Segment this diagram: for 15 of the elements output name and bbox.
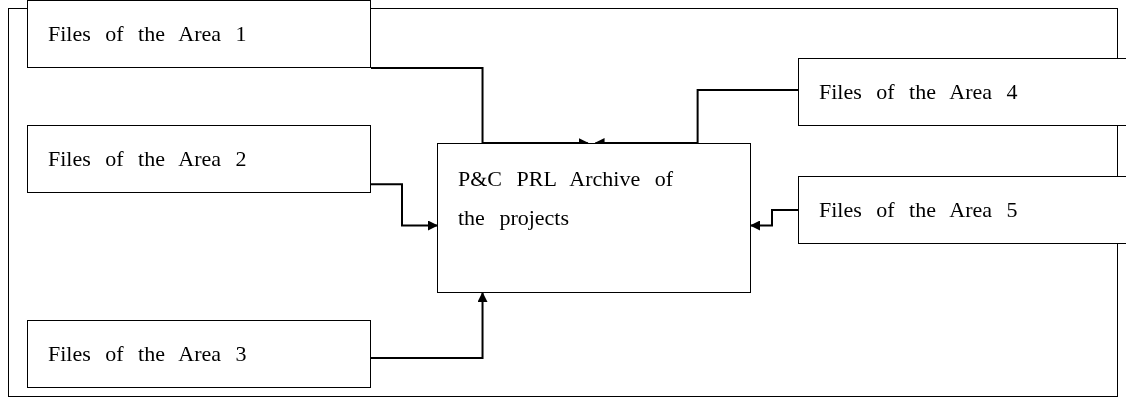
process-box — [27, 0, 371, 68]
box-label: Files of the Area 1 — [48, 19, 247, 48]
arrow — [370, 292, 488, 360]
box-label: Files of the Area 2 — [48, 144, 247, 173]
arrow — [750, 209, 799, 231]
process-box — [27, 320, 371, 388]
box-label: Files of the Area 3 — [48, 339, 247, 368]
box-label: P&C PRL Archive of the projects — [458, 165, 675, 232]
process-box — [798, 58, 1126, 126]
arrow — [370, 183, 438, 231]
process-box — [437, 143, 751, 293]
box-label: Files of the Area 5 — [819, 195, 1018, 224]
process-box — [27, 125, 371, 193]
box-label: Files of the Area 4 — [819, 77, 1018, 106]
process-box — [798, 176, 1126, 244]
